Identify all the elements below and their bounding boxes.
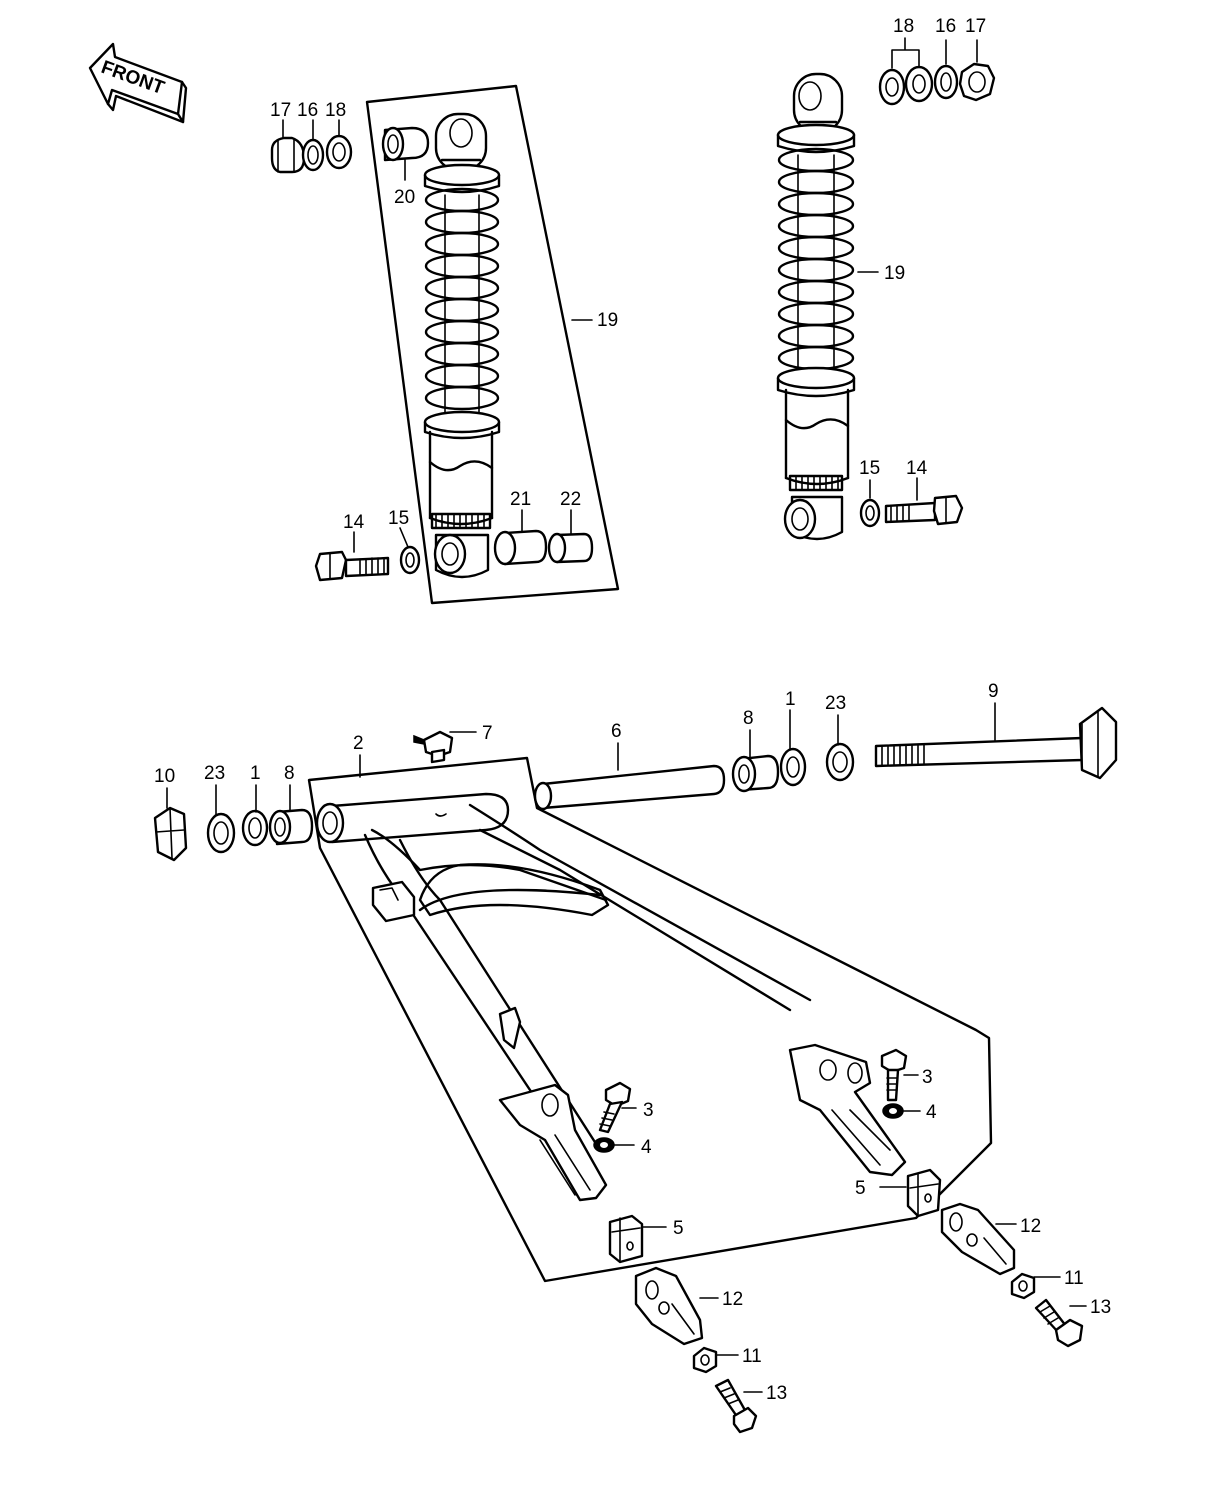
callout-5: 5 — [855, 1178, 866, 1199]
front-arrow-icon: FRONT — [88, 42, 188, 124]
callout-19: 19 — [597, 310, 618, 331]
left-pivot-hardware — [153, 806, 314, 862]
callout-16: 16 — [297, 100, 318, 121]
callout-23: 23 — [204, 763, 225, 784]
callout-8: 8 — [743, 708, 754, 729]
callout-20: 20 — [394, 187, 415, 208]
callout-12: 12 — [722, 1289, 743, 1310]
callout-14: 14 — [343, 512, 365, 533]
callout-18: 18 — [325, 100, 346, 121]
chain-adjusters — [634, 1202, 1084, 1434]
callout-13: 13 — [1090, 1297, 1111, 1318]
callout-19: 19 — [884, 263, 905, 284]
callout-5: 5 — [673, 1218, 684, 1239]
axle-plate-bolts — [593, 1048, 908, 1153]
part-callout-labels: 17 16 18 20 19 14 15 21 22 18 16 17 19 1… — [154, 16, 1111, 1404]
callout-11: 11 — [1064, 1268, 1084, 1289]
right-shock-assembly — [776, 37, 996, 541]
callout-11: 11 — [742, 1346, 762, 1367]
callout-4: 4 — [926, 1102, 937, 1123]
callout-23: 23 — [825, 693, 846, 714]
swingarm-leader-lines — [166, 702, 1087, 1393]
callout-13: 13 — [766, 1383, 787, 1404]
callout-3: 3 — [643, 1100, 654, 1121]
callout-16: 16 — [935, 16, 956, 37]
right-spring — [777, 147, 855, 373]
callout-12: 12 — [1020, 1216, 1041, 1237]
callout-21: 21 — [510, 489, 531, 510]
callout-18: 18 — [893, 16, 914, 37]
callout-9: 9 — [988, 681, 999, 702]
callout-15: 15 — [388, 508, 409, 529]
callout-8: 8 — [284, 763, 295, 784]
callout-6: 6 — [611, 721, 622, 742]
callout-4: 4 — [641, 1137, 652, 1158]
callout-14: 14 — [906, 458, 928, 479]
adjuster-blocks — [608, 1168, 942, 1264]
callout-17: 17 — [965, 16, 986, 37]
callout-2: 2 — [353, 733, 364, 754]
callout-10: 10 — [154, 766, 175, 787]
swingarm-assembly — [307, 730, 993, 1283]
left-spring — [424, 187, 500, 416]
pivot-sleeve-part — [533, 764, 726, 811]
callout-22: 22 — [560, 489, 581, 510]
callout-1: 1 — [250, 763, 261, 784]
callout-17: 17 — [270, 100, 291, 121]
callout-1: 1 — [785, 689, 796, 710]
callout-15: 15 — [859, 458, 880, 479]
callout-7: 7 — [482, 723, 493, 744]
right-pivot-hardware — [731, 706, 1118, 793]
callout-3: 3 — [922, 1067, 933, 1088]
left-shock-assembly — [270, 84, 620, 605]
